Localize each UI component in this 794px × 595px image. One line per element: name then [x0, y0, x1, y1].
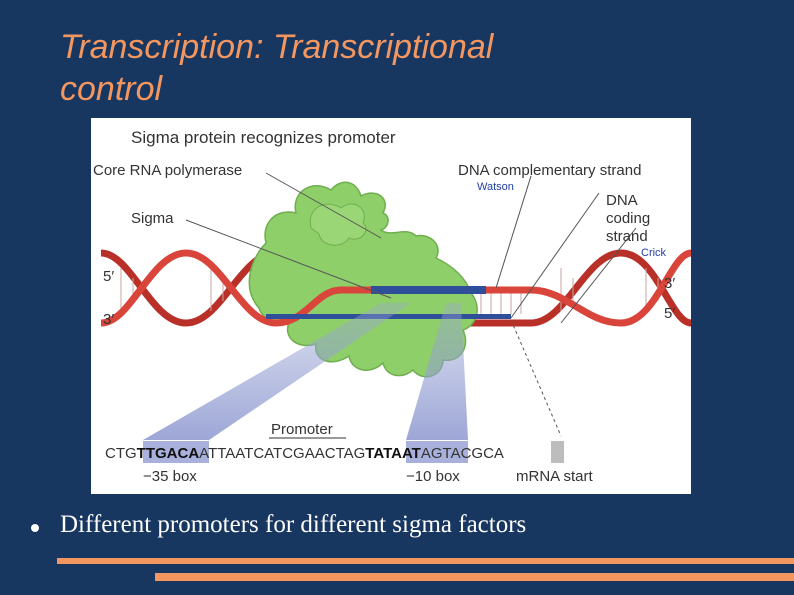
- watson-label: Watson: [477, 181, 514, 193]
- dna-sequence: CTGTTGACAATTAATCATCGAACTAGTATAATAGTACGCA: [105, 445, 504, 462]
- sequence-segment-1: CTG: [105, 445, 137, 462]
- five-prime-right-label: 5′: [664, 305, 675, 322]
- minus-35-projection: [143, 303, 411, 440]
- sequence-segment-2: ATTAATCATCGAACTAG: [199, 445, 365, 462]
- promoter-region-watson: [371, 286, 486, 294]
- minus-35-box-highlight: [143, 441, 209, 463]
- promoter-label: Promoter: [271, 421, 333, 438]
- crick-label: Crick: [641, 247, 667, 259]
- minus-35-box-label: −35 box: [143, 468, 197, 485]
- decorative-rule-bottom: [155, 573, 794, 581]
- promoter-diagram-svg: Sigma protein recognizes promoter: [93, 128, 691, 485]
- leader-lines: [185, 172, 637, 437]
- coding-strand-label-2: coding: [606, 210, 650, 227]
- slide-title-line-1: Transcription: Transcriptional: [60, 28, 494, 66]
- slide-title: Transcription: Transcriptional control: [60, 26, 740, 110]
- mrna-start-highlight: [551, 441, 564, 463]
- mrna-start-label: mRNA start: [516, 468, 594, 485]
- sequence-minus-35-box: TTGACA: [137, 445, 200, 462]
- minus-10-projection: [406, 303, 468, 440]
- coding-strand-label-1: DNA: [606, 192, 638, 209]
- coding-strand-label-3: strand: [606, 228, 648, 245]
- five-prime-left-label: 5′: [103, 268, 114, 285]
- rna-polymerase-blob: [248, 181, 478, 378]
- three-prime-left-label: 3′: [103, 311, 114, 328]
- helix-front-strand: [100, 249, 691, 327]
- core-polymerase-label: Core RNA polymerase: [93, 162, 242, 179]
- sigma-subunit-blob: [309, 203, 367, 246]
- sequence-minus-10-box: TATAAT: [365, 445, 421, 462]
- minus-10-box-highlight: [406, 441, 468, 463]
- decorative-rule-top: [57, 558, 794, 564]
- sequence-segment-3: AGTACGCA: [421, 445, 504, 462]
- bullet-text: Different promoters for different sigma …: [60, 511, 527, 538]
- figure-heading: Sigma protein recognizes promoter: [131, 128, 396, 147]
- promoter-diagram: Sigma protein recognizes promoter: [91, 118, 691, 494]
- sigma-label: Sigma: [131, 210, 174, 227]
- complementary-strand-label: DNA complementary strand: [458, 162, 641, 179]
- minus-10-box-label: −10 box: [406, 468, 460, 485]
- three-prime-right-label: 3′: [664, 275, 675, 292]
- bullet-marker: [31, 524, 39, 532]
- slide-title-line-2: control: [60, 70, 163, 108]
